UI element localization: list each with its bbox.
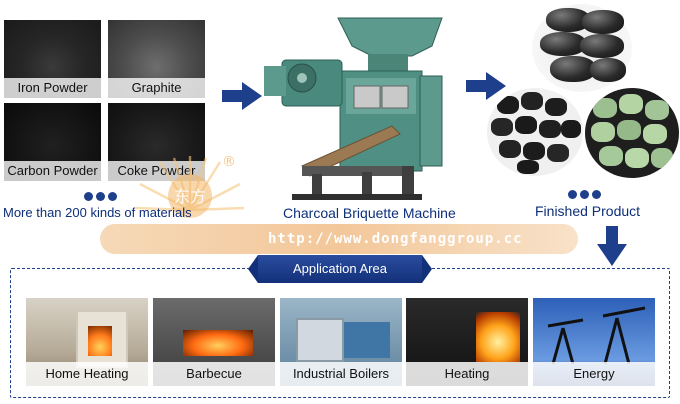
graphite-image: Graphite	[108, 20, 205, 98]
arrow-down-icon	[597, 226, 627, 273]
energy-image: Energy	[533, 298, 655, 386]
barbecue-image: Barbecue	[153, 298, 275, 386]
green-briquette-balls-image	[585, 88, 679, 178]
industrial-boilers-image: Industrial Boilers	[280, 298, 402, 386]
machine-caption: Charcoal Briquette Machine	[283, 205, 456, 221]
arrow-right-icon-2	[466, 72, 508, 105]
industrial-boilers-label: Industrial Boilers	[280, 362, 402, 386]
application-area-title: Application Area	[248, 255, 432, 283]
briquette-machine-image	[264, 17, 443, 200]
product-caption: Finished Product	[535, 203, 641, 219]
materials-caption: More than 200 kinds of materials	[3, 205, 192, 220]
black-briquette-balls-image	[487, 88, 583, 176]
website-url[interactable]: http://www.dongfanggroup.cc	[268, 231, 523, 247]
watermark-logo: 东方 ®	[135, 154, 245, 218]
home-heating-image: Home Heating	[26, 298, 148, 386]
iron-powder-label: Iron Powder	[4, 78, 101, 98]
heating-label: Heating	[406, 362, 528, 386]
carbon-powder-label: Carbon Powder	[4, 161, 101, 181]
product-dots	[568, 186, 604, 204]
barbecue-label: Barbecue	[153, 362, 275, 386]
briquette-pile-image	[532, 4, 632, 92]
arrow-right-icon	[222, 82, 264, 115]
watermark-mark: ®	[222, 154, 236, 170]
carbon-powder-image: Carbon Powder	[4, 103, 101, 181]
materials-dots	[84, 188, 120, 206]
url-band	[100, 224, 578, 254]
watermark-text: 东方	[174, 187, 206, 206]
energy-label: Energy	[533, 362, 655, 386]
heating-image: Heating	[406, 298, 528, 386]
home-heating-label: Home Heating	[26, 362, 148, 386]
iron-powder-image: Iron Powder	[4, 20, 101, 98]
graphite-label: Graphite	[108, 78, 205, 98]
